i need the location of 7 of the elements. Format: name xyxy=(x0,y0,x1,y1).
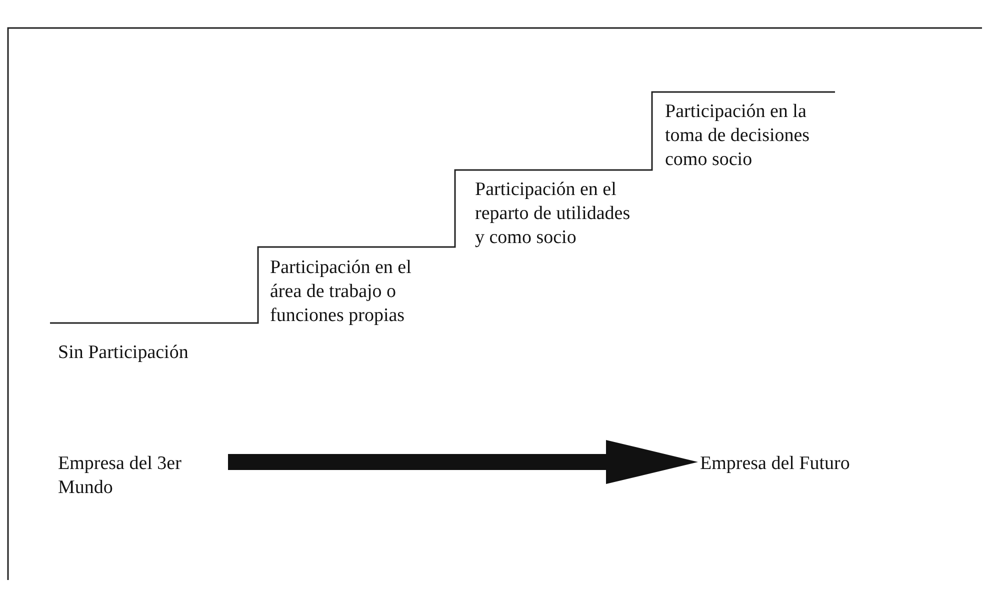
step-text: Sin Participación xyxy=(58,341,190,365)
company-label: Empresa del 3er Mundo xyxy=(58,452,226,502)
company-label: Empresa del Futuro xyxy=(700,452,900,478)
arrow xyxy=(228,440,698,484)
step-text: Participación en el reparto de utilidades y como socio xyxy=(475,178,632,250)
step-text: Participación en el área de trabajo o funciones propias xyxy=(270,256,412,328)
step-text: Participación en la toma de decisiones como socio xyxy=(665,100,811,172)
